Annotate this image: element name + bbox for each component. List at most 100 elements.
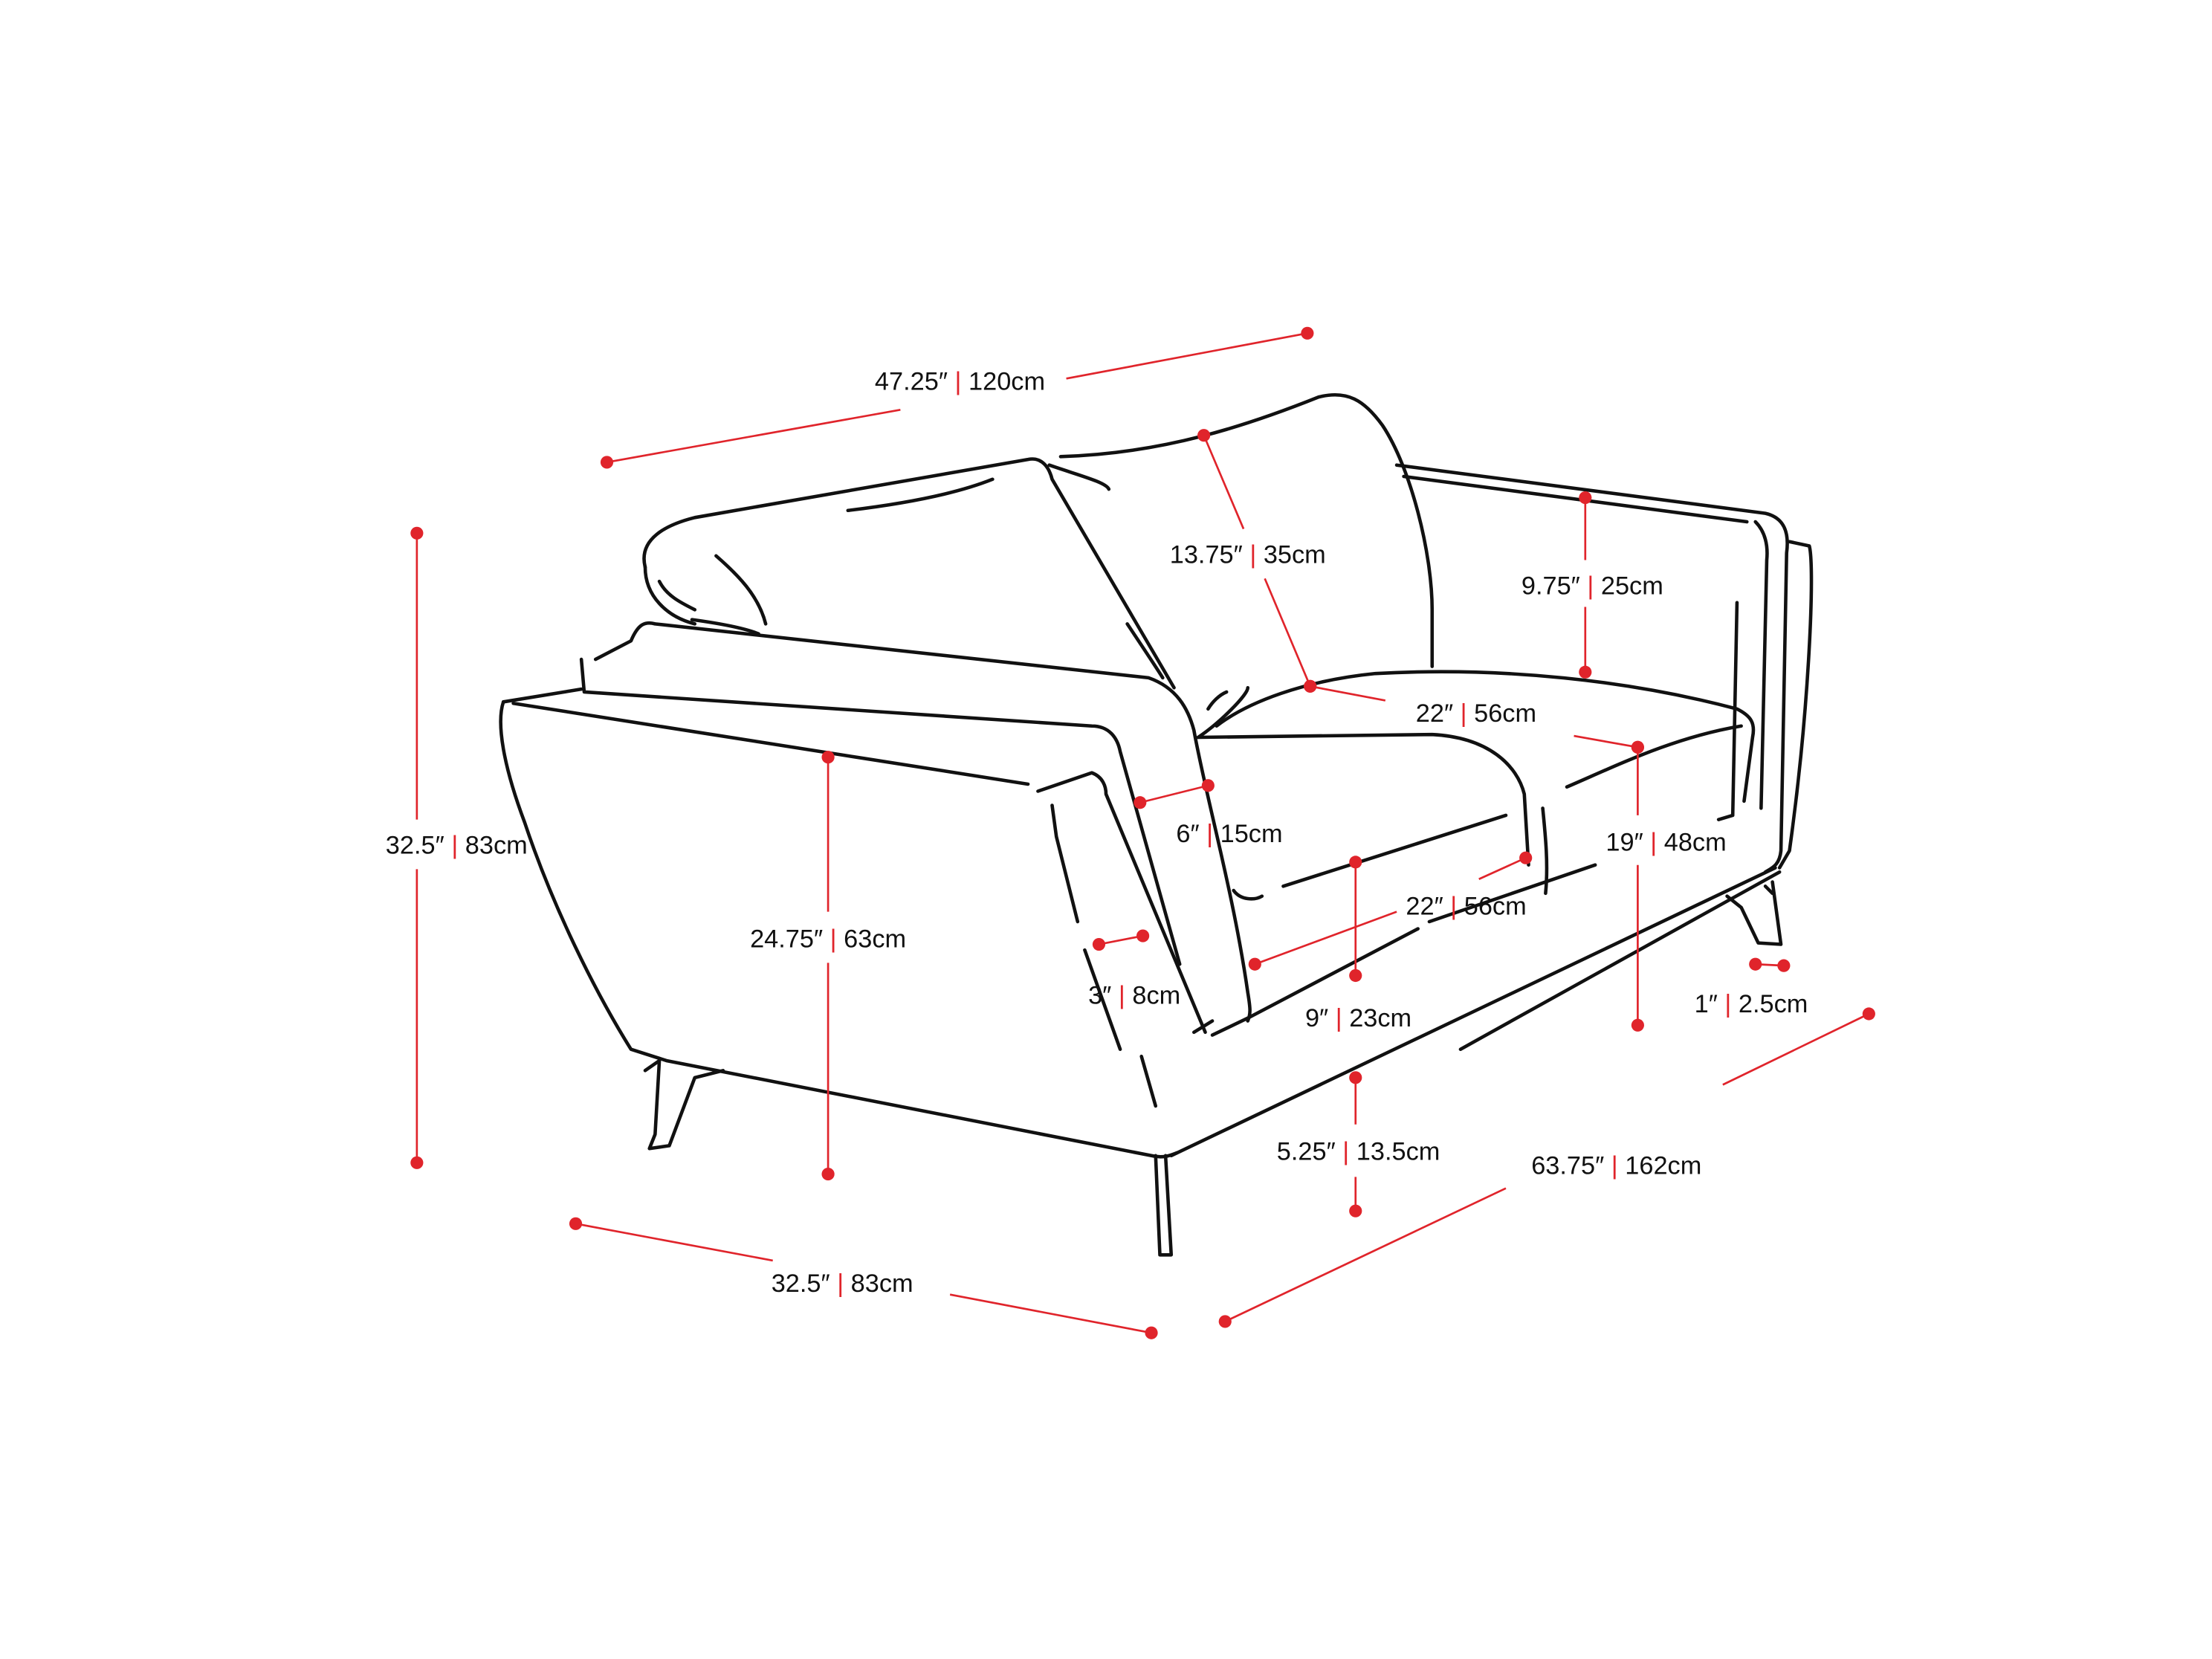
dimension-separator: |	[1611, 1152, 1618, 1180]
dimension-inches: 32.5″	[772, 1270, 838, 1298]
dimension-endpoint	[1349, 1071, 1362, 1084]
dimension-separator: |	[1336, 1004, 1342, 1032]
dimension-separator: |	[1650, 829, 1657, 857]
dimension-seat-depth: 22″ | 56cm	[1304, 679, 1644, 754]
dimension-cm: 162cm	[1618, 1152, 1702, 1180]
dimension-endpoint	[1749, 957, 1762, 971]
dimension-seat-width: 22″ | 56cm	[1248, 851, 1533, 971]
dimension-endpoint	[410, 1156, 424, 1169]
dimension-line	[575, 1223, 773, 1262]
dimension-endpoint	[1349, 1204, 1362, 1217]
dimension-endpoint	[1218, 1315, 1232, 1328]
dimension-arm-width: 6″ | 15cm	[1134, 779, 1283, 848]
dimension-endpoint	[1136, 929, 1150, 942]
dimension-inches: 63.75″	[1531, 1152, 1611, 1180]
dimension-endpoint	[1579, 491, 1592, 505]
dimension-line	[1099, 934, 1143, 945]
dimension-label: 22″ | 56cm	[1406, 892, 1526, 920]
dimension-label: 63.75″ | 162cm	[1531, 1152, 1701, 1180]
dimension-cm: 83cm	[458, 831, 527, 859]
dimension-label: 47.25″ | 120cm	[875, 368, 1045, 396]
dimension-label: 32.5″ | 83cm	[386, 831, 528, 859]
dimension-endpoint	[1631, 740, 1644, 754]
dimension-inches: 22″	[1416, 699, 1461, 728]
dimension-cm: 2.5cm	[1731, 990, 1808, 1018]
dimension-endpoint	[1304, 679, 1317, 693]
dimension-separator: |	[1249, 540, 1256, 569]
dimension-leg-height: 5.25″ | 13.5cm	[1277, 1071, 1440, 1217]
dimension-separator: |	[1461, 699, 1467, 728]
dimension-back-cushion-height: 13.75″ | 35cm	[1170, 429, 1326, 693]
dimension-cm: 83cm	[844, 1270, 913, 1298]
dimension-separator: |	[1450, 892, 1457, 920]
dimension-label: 19″ | 48cm	[1605, 829, 1726, 857]
dimension-line	[1722, 1012, 1869, 1086]
dimension-endpoint	[1631, 1018, 1644, 1032]
dimension-endpoint	[1349, 856, 1362, 869]
dimension-inches: 19″	[1605, 829, 1650, 857]
dimension-inches: 3″	[1088, 982, 1119, 1010]
dimension-arm-thickness: 3″ | 8cm	[1088, 929, 1180, 1010]
dimension-label: 22″ | 56cm	[1416, 699, 1536, 728]
dimension-label: 9″ | 23cm	[1305, 1004, 1411, 1032]
dimension-label: 1″ | 2.5cm	[1695, 990, 1808, 1018]
dimension-endpoint	[1134, 796, 1147, 809]
dimension-cm: 25cm	[1594, 572, 1663, 600]
dimension-endpoint	[1519, 851, 1533, 864]
dimension-endpoint	[1579, 665, 1592, 679]
dimension-cm: 63cm	[837, 925, 906, 953]
dimension-separator: |	[1119, 982, 1125, 1010]
sofa-outline	[499, 392, 1814, 1257]
dimension-leg-width: 1″ | 2.5cm	[1695, 957, 1808, 1018]
dimension-separator: |	[830, 925, 837, 953]
dimension-cm: 48cm	[1657, 829, 1726, 857]
dimension-line	[1203, 435, 1245, 530]
dimension-label: 24.75″ | 63cm	[750, 925, 906, 953]
dimension-endpoint	[1349, 968, 1362, 983]
dimension-cm: 120cm	[961, 368, 1045, 396]
dimension-label: 6″ | 15cm	[1176, 820, 1282, 848]
dimension-inches: 24.75″	[750, 925, 830, 953]
dimension-back-width: 47.25″ | 120cm	[600, 326, 1314, 469]
dimension-separator: |	[451, 831, 458, 859]
dimension-inches: 9.75″	[1521, 572, 1588, 600]
dimension-line	[1254, 911, 1397, 966]
dimension-separator: |	[1206, 820, 1213, 848]
dimension-inches: 22″	[1406, 892, 1450, 920]
dimension-overall-width: 63.75″ | 162cm	[1218, 1007, 1875, 1328]
dimension-inches: 32.5″	[386, 831, 452, 859]
dimension-cm: 35cm	[1256, 540, 1325, 569]
dimension-endpoint	[410, 526, 424, 540]
dimension-separator: |	[1342, 1137, 1349, 1165]
dimension-separator: |	[837, 1270, 844, 1298]
dimension-endpoint	[1145, 1326, 1158, 1339]
dimension-cm: 56cm	[1467, 699, 1536, 728]
dimension-line	[1478, 856, 1527, 880]
dimension-overall-height: 32.5″ | 83cm	[386, 526, 528, 1169]
dimension-inches: 13.75″	[1170, 540, 1250, 569]
dimension-endpoint	[1301, 326, 1314, 340]
dimension-endpoint	[569, 1217, 583, 1230]
dimension-overall-depth: 32.5″ | 83cm	[569, 1217, 1158, 1339]
dimension-line	[1139, 784, 1209, 804]
dimension-cm: 15cm	[1213, 820, 1282, 848]
dimension-label: 9.75″ | 25cm	[1521, 572, 1663, 600]
dimension-line	[1224, 1187, 1507, 1323]
dimension-endpoint	[821, 751, 835, 764]
dimension-cm: 8cm	[1125, 982, 1180, 1010]
dimension-endpoint	[1862, 1007, 1875, 1021]
dimension-inches: 9″	[1305, 1004, 1336, 1032]
dimension-endpoint	[1197, 429, 1211, 442]
dimension-line	[1574, 734, 1638, 748]
dimension-line	[607, 409, 901, 464]
dimension-line	[949, 1293, 1152, 1334]
dimension-line	[1264, 578, 1311, 687]
dimension-arm-height: 24.75″ | 63cm	[750, 751, 906, 1181]
dimension-cm: 23cm	[1342, 1004, 1411, 1032]
dimension-label: 32.5″ | 83cm	[772, 1270, 913, 1298]
dimension-label: 5.25″ | 13.5cm	[1277, 1137, 1440, 1165]
dimension-cm: 56cm	[1457, 892, 1526, 920]
dimension-endpoint	[1201, 779, 1215, 792]
dimension-separator: |	[955, 368, 962, 396]
